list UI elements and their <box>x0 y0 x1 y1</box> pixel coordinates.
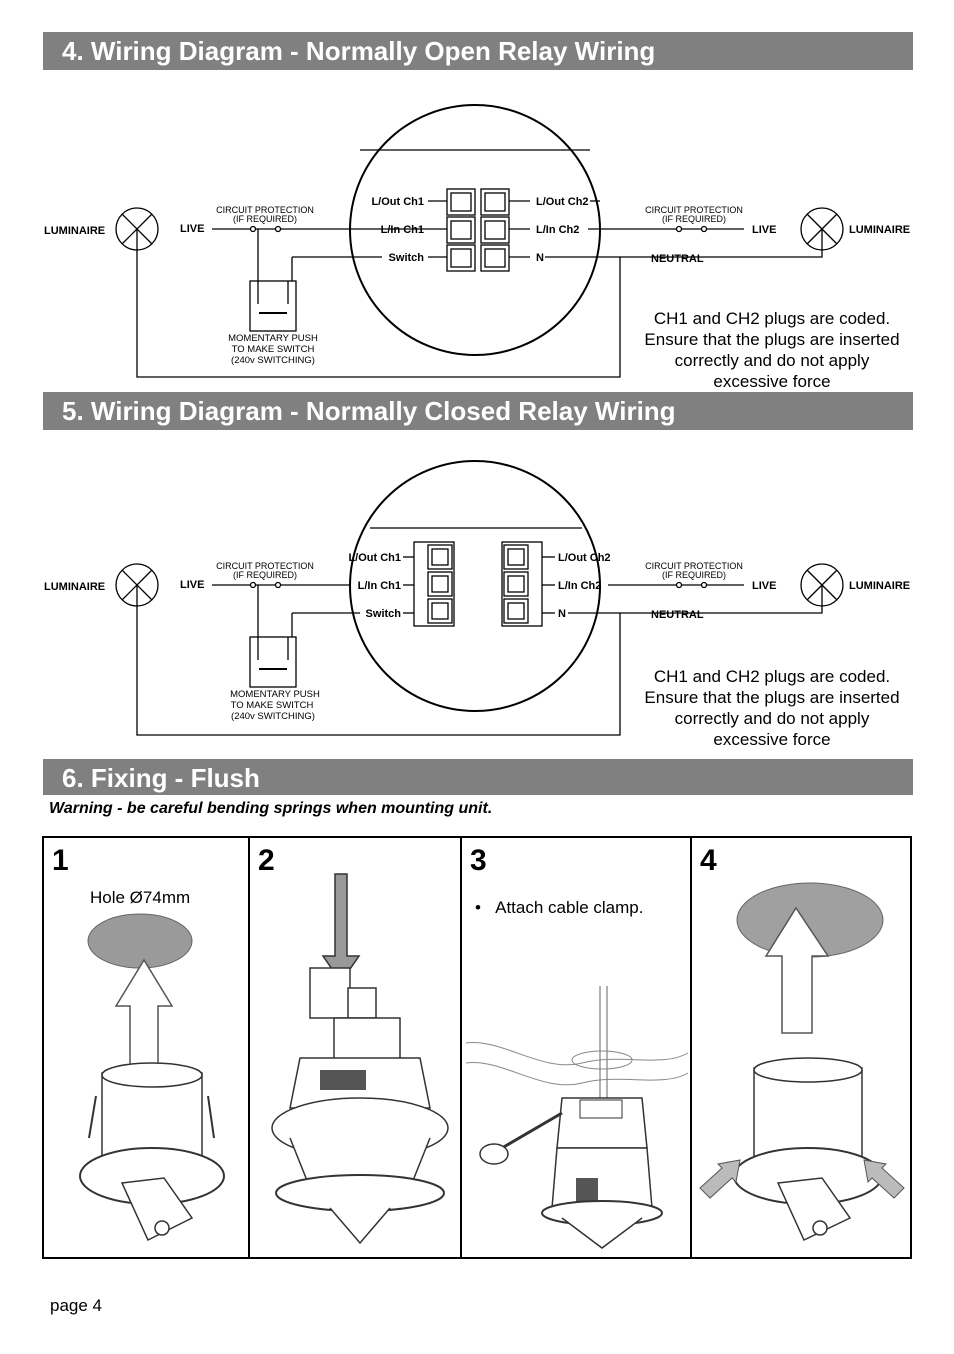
neutral-label: NEUTRAL <box>651 609 704 621</box>
terminal-lin-ch1: L/In Ch1 <box>358 580 401 592</box>
live-right-label: LIVE <box>752 580 776 592</box>
cable-clamp-illustration <box>465 986 689 1249</box>
terminal-lout-ch2: L/Out Ch2 <box>558 552 611 564</box>
luminaire-right-label: LUMINAIRE <box>849 224 910 236</box>
switch-label-line2: TO MAKE SWITCH <box>232 344 315 355</box>
fixing-steps-panel: 1 Hole Ø74mm 2 3 <box>42 836 912 1259</box>
terminal-n: N <box>536 252 544 264</box>
circuit-protection-left-label: CIRCUIT PROTECTION <box>216 561 314 571</box>
hole-size-label: Hole Ø74mm <box>90 888 191 907</box>
luminaire-right-label: LUMINAIRE <box>849 580 910 592</box>
terminal-switch: Switch <box>389 252 425 264</box>
step-1: 1 Hole Ø74mm <box>44 838 250 1257</box>
note-line: correctly and do not apply <box>674 351 870 370</box>
terminal-lin-ch2: L/In Ch2 <box>536 224 579 236</box>
neutral-label: NEUTRAL <box>651 253 704 265</box>
bullet-icon: • <box>475 898 481 917</box>
step-2: 2 <box>250 838 462 1257</box>
terminal-lin-ch2: L/In Ch2 <box>558 580 601 592</box>
terminal-lout-ch2: L/Out Ch2 <box>536 196 589 208</box>
terminal-lout-ch1: L/Out Ch1 <box>371 196 424 208</box>
circuit-protection-right-label: CIRCUIT PROTECTION <box>645 205 743 215</box>
terminal-lout-ch1: L/Out Ch1 <box>348 552 401 564</box>
section-4-title: 4. Wiring Diagram - Normally Open Relay … <box>43 32 913 70</box>
plugs-coded-note-4: CH1 and CH2 plugs are coded. Ensure that… <box>627 308 917 392</box>
step-4: 4 <box>692 838 910 1257</box>
luminaire-left-label: LUMINAIRE <box>44 225 105 237</box>
sensor-insert-illustration <box>79 913 225 1242</box>
live-right-label: LIVE <box>752 224 776 236</box>
if-required-right-label: (IF REQUIRED) <box>662 214 726 224</box>
section-5-title: 5. Wiring Diagram - Normally Closed Rela… <box>43 392 913 430</box>
wiring-diagram-normally-open: LUMINAIRE LUMINAIRE LIVE LIVE NEUTRAL CI… <box>0 72 954 390</box>
warning-text: Warning - be careful bending springs whe… <box>49 800 493 817</box>
switch-label-line3: (240v SWITCHING) <box>231 355 315 366</box>
luminaire-left-label: LUMINAIRE <box>44 581 105 593</box>
circuit-protection-right-label: CIRCUIT PROTECTION <box>645 561 743 571</box>
step-3: 3 • Attach cable clamp. <box>462 838 692 1257</box>
terminal-connect-illustration <box>271 873 449 1245</box>
terminal-switch: Switch <box>366 608 402 620</box>
if-required-left-label: (IF REQUIRED) <box>233 214 297 224</box>
terminal-lin-ch1: L/In Ch1 <box>381 224 424 236</box>
if-required-right-label: (IF REQUIRED) <box>662 570 726 580</box>
note-line: excessive force <box>713 372 831 391</box>
cable-clamp-label: Attach cable clamp. <box>495 898 644 917</box>
live-left-label: LIVE <box>180 579 204 591</box>
note-line: Ensure that the plugs are inserted <box>644 330 900 349</box>
page-number: page 4 <box>50 1296 102 1315</box>
plugs-coded-note-5: CH1 and CH2 plugs are coded. Ensure that… <box>627 666 917 750</box>
switch-label-line1: MOMENTARY PUSH <box>228 333 318 344</box>
note-line: excessive force <box>713 730 831 749</box>
note-line: correctly and do not apply <box>674 709 870 728</box>
step-number: 2 <box>258 844 275 877</box>
note-line: Ensure that the plugs are inserted <box>644 688 900 707</box>
cable-clamp-instruction: • Attach cable clamp. <box>475 898 643 918</box>
step-number: 3 <box>470 844 487 877</box>
wiring-diagram-normally-closed: LUMINAIRE LUMINAIRE LIVE LIVE NEUTRAL CI… <box>0 430 954 748</box>
switch-label-line3: (240v SWITCHING) <box>231 711 315 722</box>
switch-label-line2: TO MAKE SWITCH <box>231 700 314 711</box>
step-number: 1 <box>52 844 69 877</box>
sensor-fitted-illustration <box>699 882 905 1242</box>
live-left-label: LIVE <box>180 223 204 235</box>
circuit-protection-left-label: CIRCUIT PROTECTION <box>216 205 314 215</box>
switch-label-line1: MOMENTARY PUSH <box>230 689 320 700</box>
note-line: CH1 and CH2 plugs are coded. <box>653 309 891 328</box>
note-line: CH1 and CH2 plugs are coded. <box>653 667 891 686</box>
step-number: 4 <box>700 844 717 877</box>
terminal-n: N <box>558 608 566 620</box>
if-required-left-label: (IF REQUIRED) <box>233 570 297 580</box>
section-6-title: 6. Fixing - Flush <box>43 759 913 795</box>
